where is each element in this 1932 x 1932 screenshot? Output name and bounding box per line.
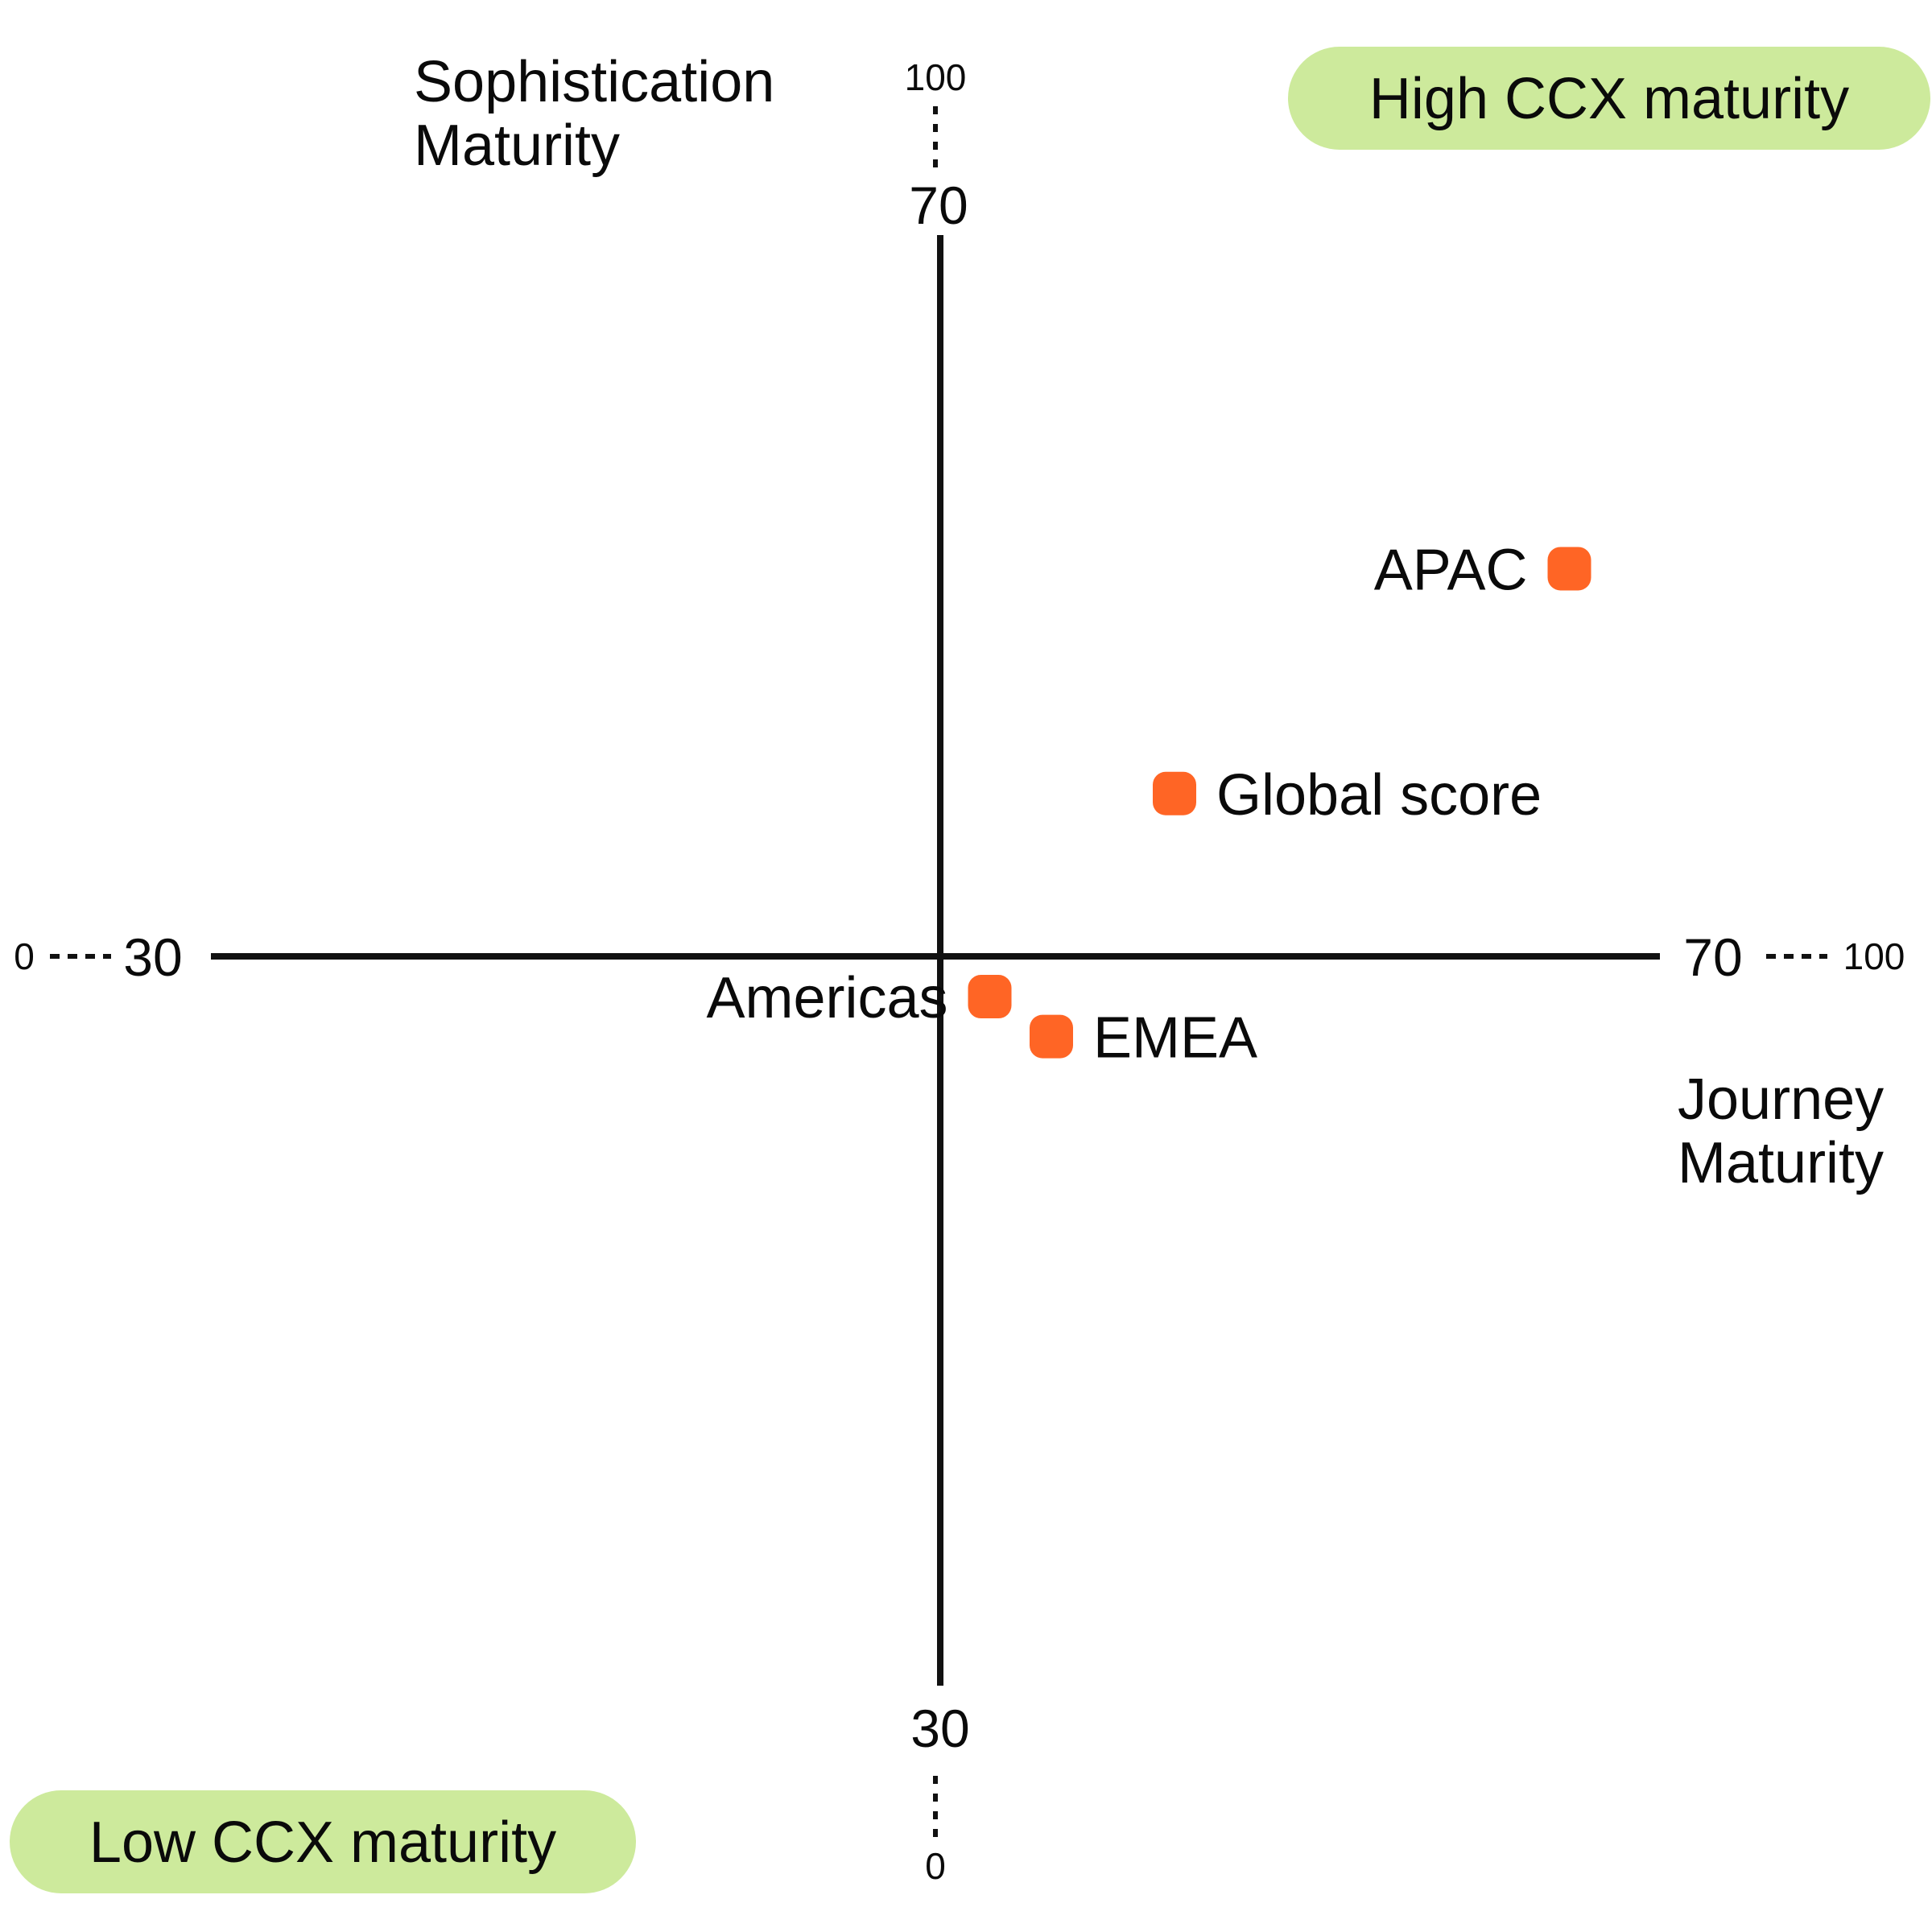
point-global-score-label: Global score (1216, 763, 1542, 828)
x-axis-title-line-2: Maturity (1678, 1131, 1884, 1195)
high-maturity-label: High CCX maturity (1369, 67, 1849, 131)
y-min-label: 30 (910, 1699, 969, 1758)
x-outer-min-label: 0 (14, 935, 35, 977)
x-min-label: 30 (123, 927, 182, 987)
point-global-score: Global score (1153, 763, 1542, 828)
point-americas: Americas (706, 966, 1012, 1030)
point-americas-label: Americas (706, 966, 947, 1030)
point-emea-marker (1030, 1014, 1073, 1059)
low-maturity-label: Low CCX maturity (89, 1810, 556, 1875)
point-emea-label: EMEA (1093, 1006, 1257, 1071)
point-apac-label: APAC (1374, 538, 1528, 602)
low-maturity-pill (10, 1790, 636, 1893)
point-apac-marker (1547, 547, 1591, 591)
x-axis-title-line-1: Journey (1678, 1067, 1884, 1132)
low-maturity-badge: Low CCX maturity (10, 1790, 636, 1893)
series-points: APAC Global score Americas EMEA (706, 538, 1591, 1071)
y-max-label: 70 (909, 175, 968, 235)
y-axis-title: Sophistication Maturity (414, 50, 774, 178)
y-axis-title-line-1: Sophistication (414, 50, 774, 114)
y-outer-min-label: 0 (925, 1845, 946, 1887)
y-outer-max-label: 100 (905, 56, 967, 98)
point-americas-marker (968, 975, 1012, 1019)
x-outer-max-label: 100 (1843, 935, 1905, 977)
high-maturity-pill (1288, 47, 1930, 150)
high-maturity-badge: High CCX maturity (1288, 47, 1930, 150)
y-axis-title-line-2: Maturity (414, 114, 620, 178)
point-global-score-marker (1153, 771, 1196, 815)
point-emea: EMEA (1030, 1006, 1257, 1071)
point-apac: APAC (1374, 538, 1591, 602)
x-max-label: 70 (1683, 927, 1742, 987)
x-axis-title: Journey Maturity (1678, 1067, 1884, 1195)
